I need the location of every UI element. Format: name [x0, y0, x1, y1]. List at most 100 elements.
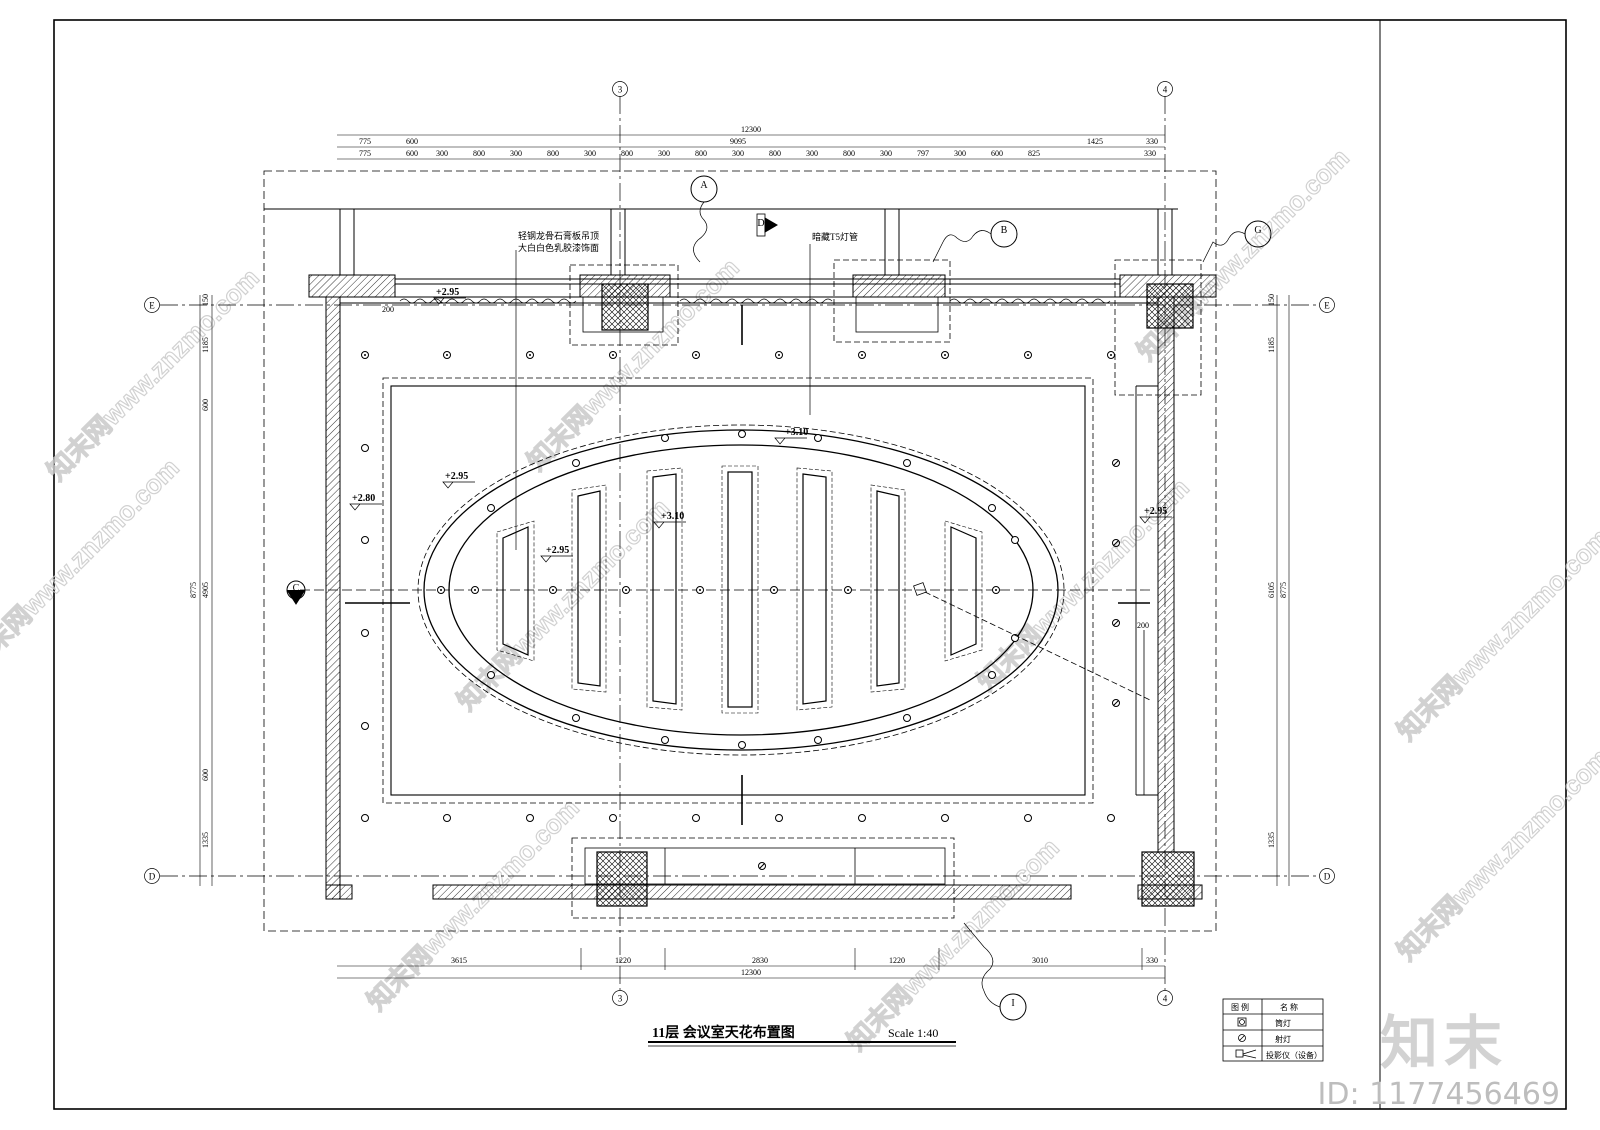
dim-bottom-2: 2830 — [752, 956, 768, 965]
section-mark-I: I — [1011, 998, 1014, 1009]
dims-bottom-lines — [337, 948, 1165, 979]
projector — [913, 582, 1151, 701]
dim-left-5: 1335 — [201, 832, 210, 848]
dim-top2-10: 300 — [732, 149, 744, 158]
section-marker-letters: A B C D G I — [293, 180, 1262, 1009]
inner-ceiling — [382, 377, 1159, 804]
columns — [596, 283, 1195, 907]
spotlights — [758, 459, 1120, 870]
ac-units — [582, 296, 946, 885]
curtain-track — [399, 298, 1111, 304]
dim-top1-0: 775 — [359, 137, 371, 146]
projector-icon — [1235, 1049, 1257, 1059]
legend-item-name: 筒灯 — [1275, 1018, 1291, 1028]
ceiling-boundary — [263, 170, 1217, 932]
grid-label-E: E — [149, 301, 155, 311]
grid-label-3: 3 — [618, 994, 623, 1004]
dim-right-3: 1335 — [1267, 832, 1276, 848]
spotlight-icon — [1238, 1034, 1246, 1042]
grid-label-3: 3 — [618, 85, 623, 95]
level-0: +2.95 — [436, 287, 459, 298]
level-5: +2.95 — [546, 545, 569, 556]
dim-top2-0: 775 — [359, 149, 371, 158]
level-marks — [349, 297, 1172, 563]
legend — [1222, 998, 1324, 1062]
dim-left-0: 150 — [201, 294, 210, 306]
level-3: +2.80 — [352, 493, 375, 504]
dim-right-4: 8775 — [1279, 582, 1288, 598]
grid-labels: 3 4 3 4 E E D D — [149, 85, 1331, 1004]
watermark: 知末网www.znzmo.com — [1391, 742, 1600, 966]
dim-top2-12: 300 — [806, 149, 818, 158]
dim-top1-4: 330 — [1146, 137, 1158, 146]
sheet-frame — [53, 19, 1567, 1110]
dim-top2-2: 300 — [436, 149, 448, 158]
level-text: +2.95 +3.10 +2.95 +2.80 +3.10 +2.95 +2.9… — [352, 287, 1167, 556]
dim-bottom-5: 330 — [1146, 956, 1158, 965]
grid-label-E: E — [1324, 301, 1330, 311]
dim-top1-3: 1425 — [1087, 137, 1103, 146]
grid-label-D: D — [149, 872, 156, 882]
dim-top2-9: 800 — [695, 149, 707, 158]
leader-lines — [515, 244, 811, 550]
section-markers — [286, 175, 1272, 1021]
section-mark-G: G — [1254, 225, 1261, 236]
dim-top2-18: 825 — [1028, 149, 1040, 158]
grid-label-4: 4 — [1163, 994, 1168, 1004]
dim-bottom-3: 1220 — [889, 956, 905, 965]
dashed-service-boxes — [569, 259, 1202, 919]
dims-top-lines — [337, 134, 1165, 160]
dim-right-1: 1185 — [1267, 337, 1276, 353]
downlight-dots — [364, 354, 1112, 591]
watermark: 知末网www.znzmo.com — [0, 452, 185, 676]
dim-top2-17: 600 — [991, 149, 1003, 158]
dim-left-3: 4905 — [201, 582, 210, 598]
dims-left-text: 150 1185 600 4905 600 1335 8775 — [189, 294, 210, 848]
dim-top2-19: 330 — [1144, 149, 1156, 158]
legend-text: 图 例 名 称 筒灯 射灯 投影仪（设备） — [1231, 1002, 1322, 1060]
watermark: 知末网www.znzmo.com — [361, 792, 585, 1016]
watermark: 知末网www.znzmo.com — [451, 492, 675, 716]
dim-right-2: 6105 — [1267, 582, 1276, 598]
dim-top2-5: 800 — [547, 149, 559, 158]
dims-top-row2: 775 600 300 800 300 800 300 800 300 800 … — [359, 149, 1156, 158]
dim-top2-15: 797 — [917, 149, 929, 158]
dim-top2-13: 800 — [843, 149, 855, 158]
section-mark-D: D — [757, 218, 764, 229]
drawing-scale: Scale 1:40 — [888, 1026, 938, 1040]
dim-top2-16: 300 — [954, 149, 966, 158]
legend-item-name: 投影仪（设备） — [1266, 1050, 1322, 1060]
section-mark-C: C — [293, 583, 300, 594]
brand-id: ID: 1177456469 — [1317, 1077, 1560, 1112]
dim-top2-1: 600 — [406, 149, 418, 158]
dim-top2-3: 800 — [473, 149, 485, 158]
opening-ticks — [345, 305, 1150, 825]
dim-top2-11: 800 — [769, 149, 781, 158]
note-t5: 暗藏T5灯管 — [812, 231, 858, 242]
dim-top2-8: 300 — [658, 149, 670, 158]
dims-top-row1: 775 600 9095 1425 330 — [359, 137, 1158, 146]
legend-header-name: 名 称 — [1280, 1002, 1298, 1012]
dim-misc-1: 200 — [1137, 621, 1149, 630]
downlight-icon — [1237, 1017, 1247, 1027]
watermark: 知末网www.znzmo.com — [841, 832, 1065, 1056]
drawing-title: 11层 会议室天花布置图 — [652, 1024, 795, 1041]
dim-right-0: 150 — [1267, 294, 1276, 306]
dims-bottom-text: 3615 1220 2830 1220 3010 330 12300 — [451, 956, 1158, 977]
level-4: +3.10 — [661, 511, 684, 522]
level-6: +2.95 — [1144, 506, 1167, 517]
grid-label-D: D — [1324, 872, 1331, 882]
note-gypsum-1: 轻钢龙骨石膏板吊顶 — [518, 230, 599, 241]
dim-overall-top: 12300 — [741, 125, 761, 134]
dims-right-lines — [1276, 295, 1290, 886]
dims-misc: 200 200 — [382, 305, 1149, 630]
note-gypsum-2: 大白白色乳胶漆饰面 — [518, 242, 599, 253]
watermark: 知末网www.znzmo.com — [1391, 522, 1600, 746]
drawing-title-block: 11层 会议室天花布置图 Scale 1:40 — [648, 1024, 956, 1047]
ellipse-ceiling — [417, 424, 1065, 756]
downlights — [361, 351, 1115, 822]
dim-left-6: 8775 — [189, 582, 198, 598]
dim-bottom-0: 3615 — [451, 956, 467, 965]
brand-logo: 知末 — [1379, 1009, 1508, 1077]
